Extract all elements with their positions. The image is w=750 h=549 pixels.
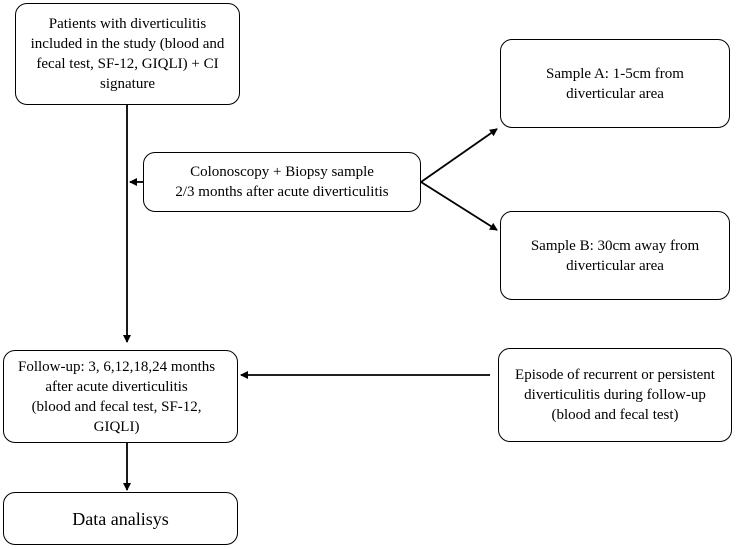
sample-b-text: Sample B: 30cm away from diverticular ar…	[530, 237, 700, 274]
sample-a-text: Sample A: 1-5cm from diverticular area	[546, 65, 684, 102]
followup-text: Follow-up: 3, 6,12,18,24 months after ac…	[18, 358, 216, 435]
colonoscopy-text: Colonoscopy + Biopsy sample 2/3 months a…	[175, 164, 389, 200]
arrow-colonoscopy-to-sample-a	[420, 128, 498, 183]
episode-box: Episode of recurrent or persistent diver…	[498, 348, 732, 442]
data-analysis-box: Data analisys	[3, 492, 238, 545]
arrow-colonoscopy-to-sample-b	[420, 181, 498, 231]
sample-b-box: Sample B: 30cm away from diverticular ar…	[500, 211, 730, 300]
colonoscopy-box: Colonoscopy + Biopsy sample 2/3 months a…	[143, 152, 421, 212]
sample-a-box: Sample A: 1-5cm from diverticular area	[500, 39, 730, 128]
followup-box: Follow-up: 3, 6,12,18,24 months after ac…	[3, 350, 238, 443]
patients-text: Patients with diverticulitis included in…	[30, 16, 225, 92]
patients-box: Patients with diverticulitis included in…	[15, 3, 240, 105]
episode-text: Episode of recurrent or persistent diver…	[515, 367, 715, 423]
data-analysis-text: Data analisys	[72, 508, 169, 529]
